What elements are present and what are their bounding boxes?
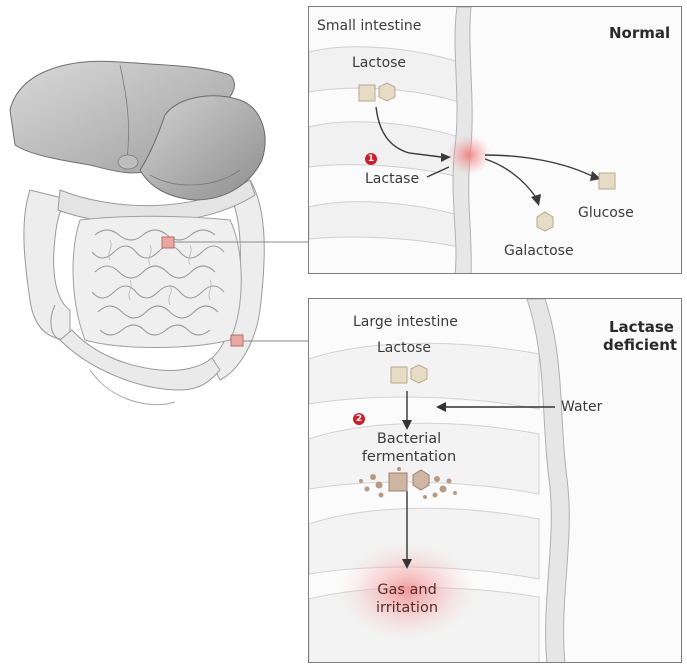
small-intestine-background — [309, 7, 682, 274]
small-intestine-heading: Small intestine — [317, 18, 421, 34]
normal-condition-label: Normal — [609, 25, 670, 42]
large-intestine-marker — [231, 335, 243, 346]
bacterial-fermentation-line2: fermentation — [361, 448, 457, 466]
small-intestine-panel: Small intestine Normal Lactose 1 Lactase… — [308, 6, 682, 274]
gas-irritation-line1: Gas and — [359, 581, 455, 599]
step-1-badge: 1 — [365, 153, 377, 165]
gas-irritation-line2: irritation — [359, 599, 455, 617]
bacterial-fermentation-label: Bacterial fermentation — [361, 430, 457, 466]
lactose-galactose-unit — [379, 83, 395, 101]
lactose-glucose-unit-bottom — [391, 367, 407, 383]
large-intestine-panel: Large intestine Lactase deficient Lactos… — [308, 298, 682, 663]
lactase-activity-glow — [447, 135, 491, 175]
to-galactose-arrow — [485, 159, 537, 199]
lactose-label-bottom: Lactose — [377, 340, 431, 356]
large-intestine-heading: Large intestine — [353, 314, 458, 330]
bacterial-fermentation-line1: Bacterial — [361, 430, 457, 448]
water-label: Water — [561, 399, 602, 415]
lactase-label: Lactase — [365, 171, 419, 187]
lactase-deficient-line2: deficient — [603, 337, 677, 354]
digestive-system-illustration — [0, 40, 310, 460]
lactose-galactose-unit-bottom — [411, 365, 427, 383]
small-intestine-marker — [162, 237, 174, 248]
small-intestine-coils — [73, 216, 241, 347]
lactose-glucose-unit — [359, 85, 375, 101]
step-2-badge: 2 — [353, 413, 365, 425]
glucose-molecule — [599, 173, 615, 189]
glucose-label: Glucose — [578, 205, 634, 221]
gas-irritation-label: Gas and irritation — [359, 581, 455, 617]
large-intestine-frame — [24, 190, 70, 340]
lactose-label-top: Lactose — [352, 55, 406, 71]
lactase-deficient-line1: Lactase — [609, 319, 674, 336]
galactose-molecule — [537, 212, 553, 231]
galactose-label: Galactose — [504, 243, 574, 259]
